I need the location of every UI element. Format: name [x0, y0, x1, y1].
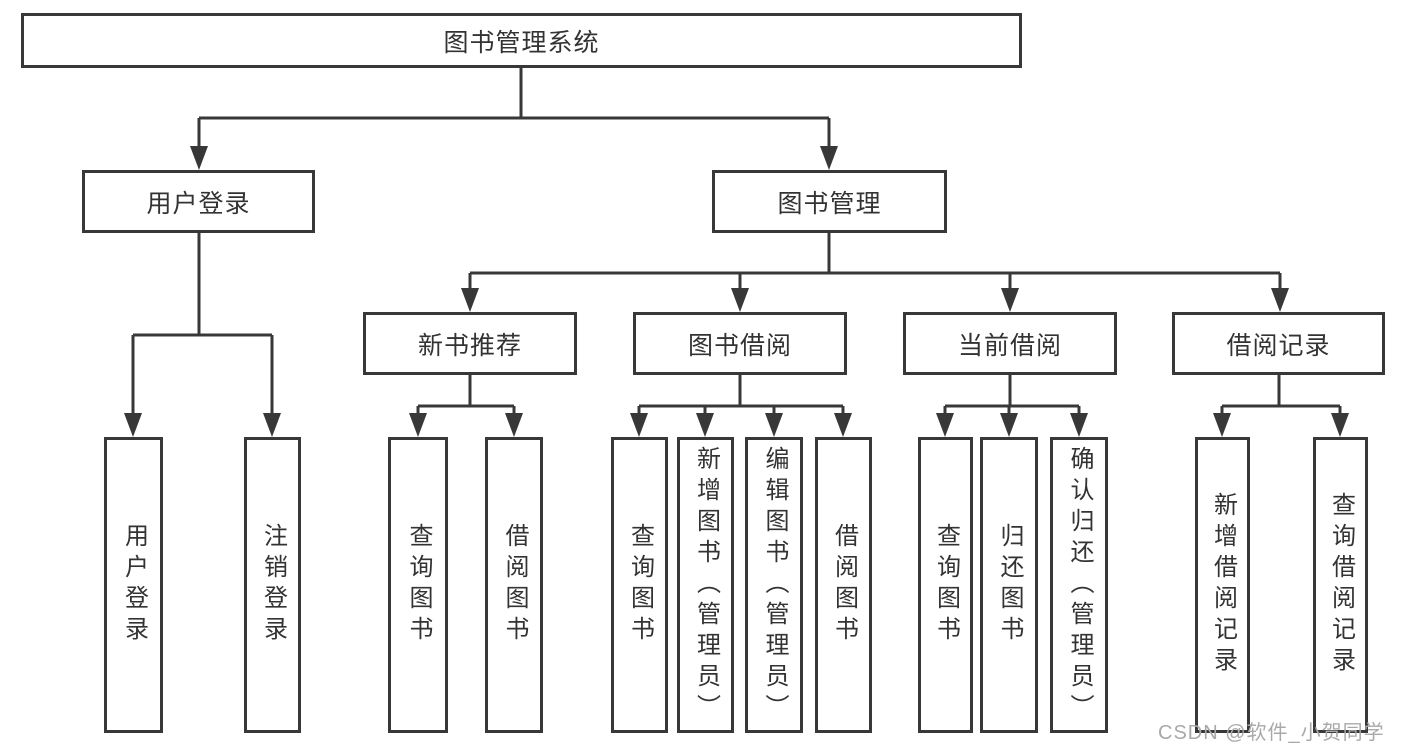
arrowhead-icon: [731, 288, 749, 312]
connector-borrow-records-group: [1213, 375, 1349, 437]
node-logout: 注销登录: [244, 437, 301, 733]
arrowhead-icon: [630, 413, 648, 437]
node-bb-query-book: 查询图书: [611, 437, 668, 733]
arrowhead-icon: [765, 413, 783, 437]
arrowhead-icon: [1001, 288, 1019, 312]
arrowhead-icon: [1000, 413, 1018, 437]
arrowhead-icon: [124, 413, 142, 437]
node-nbr-borrow-book: 借阅图书: [485, 437, 543, 733]
arrowhead-icon: [820, 146, 838, 170]
node-br-add-record: 新增借阅记录: [1195, 437, 1250, 733]
node-br-query-record: 查询借阅记录: [1313, 437, 1368, 733]
node-bb-add-book-admin: 新增图书（管理员）: [677, 437, 734, 733]
node-bb-edit-book-admin: 编辑图书（管理员）: [745, 437, 803, 733]
arrowhead-icon: [1331, 413, 1349, 437]
arrowhead-icon: [461, 288, 479, 312]
arrowhead-icon: [696, 413, 714, 437]
arrowhead-icon: [834, 413, 852, 437]
node-user-login: 用户登录: [104, 437, 163, 733]
node-book-borrow: 图书借阅: [633, 312, 847, 375]
arrowhead-icon: [1070, 413, 1088, 437]
connector-book-borrow-group: [630, 375, 852, 437]
arrowhead-icon: [505, 413, 523, 437]
node-new-book-recommend: 新书推荐: [363, 312, 577, 375]
arrowhead-icon: [1213, 413, 1231, 437]
arrowhead-icon: [1271, 288, 1289, 312]
csdn-watermark: CSDN @软件_小贺同学: [1158, 722, 1385, 744]
connector-book-mgmt-to-level3: [461, 233, 1289, 312]
node-borrow-records: 借阅记录: [1172, 312, 1385, 375]
connector-new-book-rec-group: [409, 375, 523, 437]
arrowhead-icon: [409, 413, 427, 437]
node-root: 图书管理系统: [21, 13, 1022, 68]
node-book-mgmt-group: 图书管理: [712, 170, 947, 233]
node-current-borrow: 当前借阅: [903, 312, 1117, 375]
node-cb-query-book: 查询图书: [918, 437, 973, 733]
connector-root-to-level2: [190, 68, 838, 170]
node-user-login-group: 用户登录: [82, 170, 315, 233]
arrowhead-icon: [263, 413, 281, 437]
node-nbr-query-book: 查询图书: [388, 437, 448, 733]
node-cb-confirm-return-admin: 确认归还（管理员）: [1050, 437, 1108, 733]
node-cb-return-book: 归还图书: [980, 437, 1038, 733]
connector-user-login-group: [124, 233, 281, 437]
connector-current-borrow-group: [936, 375, 1088, 437]
arrowhead-icon: [936, 413, 954, 437]
node-bb-borrow-book: 借阅图书: [815, 437, 872, 733]
arrowhead-icon: [190, 146, 208, 170]
